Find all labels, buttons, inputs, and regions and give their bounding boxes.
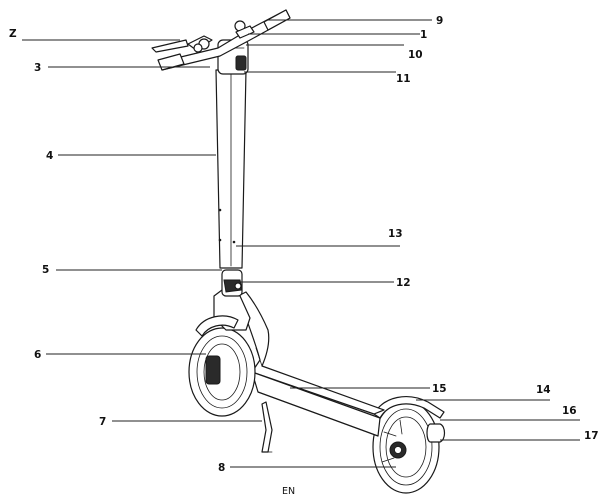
callout-14: 14 — [536, 384, 551, 396]
callout-15: 15 — [432, 383, 447, 395]
callout-6: 6 — [34, 349, 41, 361]
front-fork — [195, 289, 251, 337]
language-code-label: EN — [282, 486, 295, 497]
deck — [237, 291, 385, 437]
callout-7: 7 — [99, 416, 106, 428]
scooter-illustration — [151, 9, 446, 494]
callout-1: 1 — [420, 29, 427, 41]
callout-16: 16 — [562, 405, 577, 417]
callout-lines — [22, 19, 580, 468]
callout-z: Z — [9, 28, 17, 40]
kickstand — [261, 401, 273, 453]
callout-11: 11 — [396, 73, 411, 85]
callout-17: 17 — [584, 430, 599, 442]
callout-8: 8 — [218, 462, 225, 474]
rear-wheel — [372, 400, 440, 494]
callout-12: 12 — [396, 277, 411, 289]
folding-mechanism — [221, 269, 243, 297]
stem — [215, 69, 247, 269]
callout-5: 5 — [42, 264, 49, 276]
callout-4: 4 — [46, 150, 53, 162]
callout-13: 13 — [388, 228, 403, 240]
callout-9: 9 — [436, 15, 443, 27]
callout-10: 10 — [408, 49, 423, 61]
callout-3: 3 — [34, 62, 41, 74]
front-wheel — [188, 327, 256, 417]
rear-fender — [373, 396, 446, 443]
handlebar — [151, 9, 291, 71]
callout-numbers: Z 1 3 4 5 6 7 8 9 10 11 12 13 14 15 16 1… — [9, 15, 599, 474]
